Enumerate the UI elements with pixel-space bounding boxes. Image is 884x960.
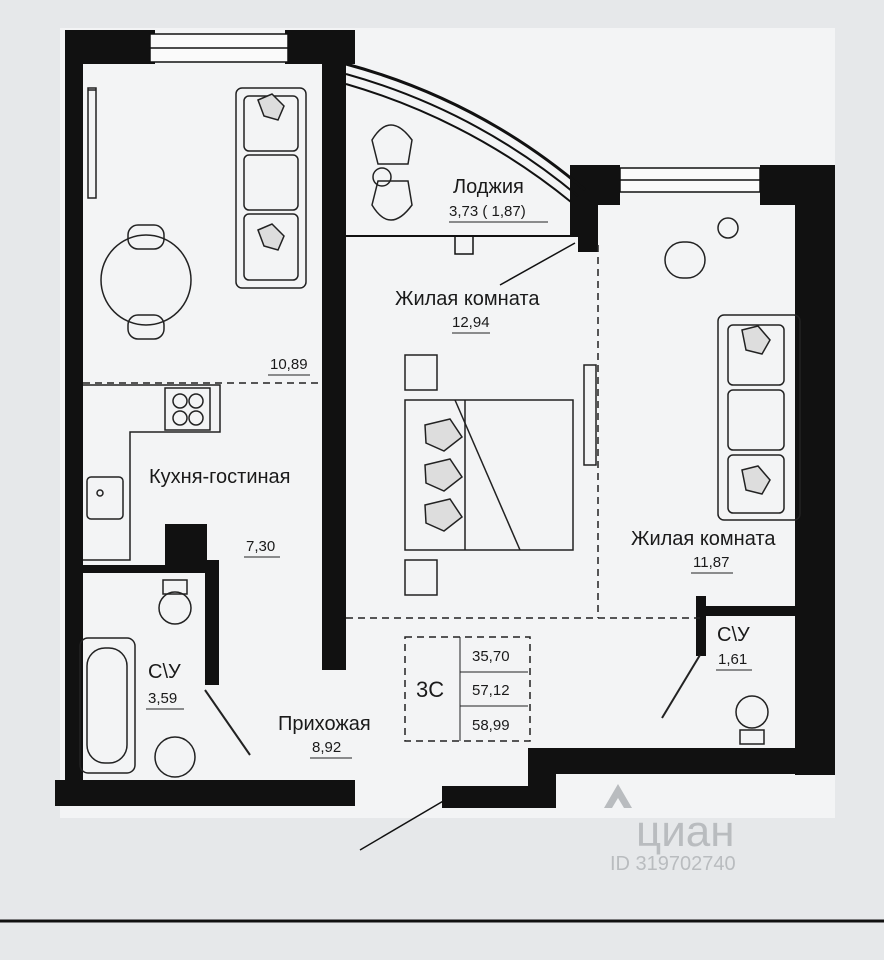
bedroom-right-name: Жилая комната — [631, 528, 776, 550]
annotation-lines — [0, 242, 884, 923]
windows — [149, 33, 761, 193]
hall-name: Прихожая — [278, 713, 371, 735]
summary-total-with-loggia: 58,99 — [472, 717, 510, 734]
kitchen-counter — [83, 384, 221, 561]
watermark-id: ID 319702740 — [610, 853, 736, 875]
sofa-bedroom — [664, 217, 801, 521]
bath-left-name: С\У — [148, 661, 181, 683]
watermark-brand: циан — [636, 807, 735, 856]
summary-grid — [459, 637, 528, 741]
cian-logo-icon — [604, 784, 632, 808]
summary-total-area: 57,12 — [472, 682, 510, 699]
bedroom-center-name: Жилая комната — [395, 288, 540, 310]
kitchen-name: Кухня-гостиная — [149, 466, 291, 488]
summary-living-area: 35,70 — [472, 648, 510, 665]
dining-table — [87, 87, 192, 340]
bath-right-name: С\У — [717, 624, 750, 646]
cian-watermark: циан ID 319702740 — [604, 784, 736, 875]
sofa-kitchen — [235, 87, 307, 289]
hall-area: 8,92 — [312, 739, 341, 756]
walls — [55, 30, 835, 808]
bath-right-area: 1,61 — [718, 651, 747, 668]
apartment-code: 3С — [416, 677, 444, 702]
loggia-name: Лоджия — [453, 176, 524, 198]
kitchen-area-top: 10,89 — [270, 356, 308, 373]
bath-left-fixtures — [79, 579, 251, 778]
bath-left-area: 3,59 — [148, 690, 177, 707]
bedroom-center-area: 12,94 — [452, 314, 490, 331]
loggia-outline — [345, 62, 586, 255]
bed — [404, 354, 597, 596]
kitchen-area-bottom: 7,30 — [246, 538, 275, 555]
zone-dividers — [83, 245, 700, 742]
bedroom-right-area: 11,87 — [693, 554, 729, 571]
loggia-area: 3,73 ( 1,87) — [449, 203, 526, 220]
loggia-chairs — [371, 124, 413, 221]
bath-right-fixtures — [661, 654, 769, 745]
